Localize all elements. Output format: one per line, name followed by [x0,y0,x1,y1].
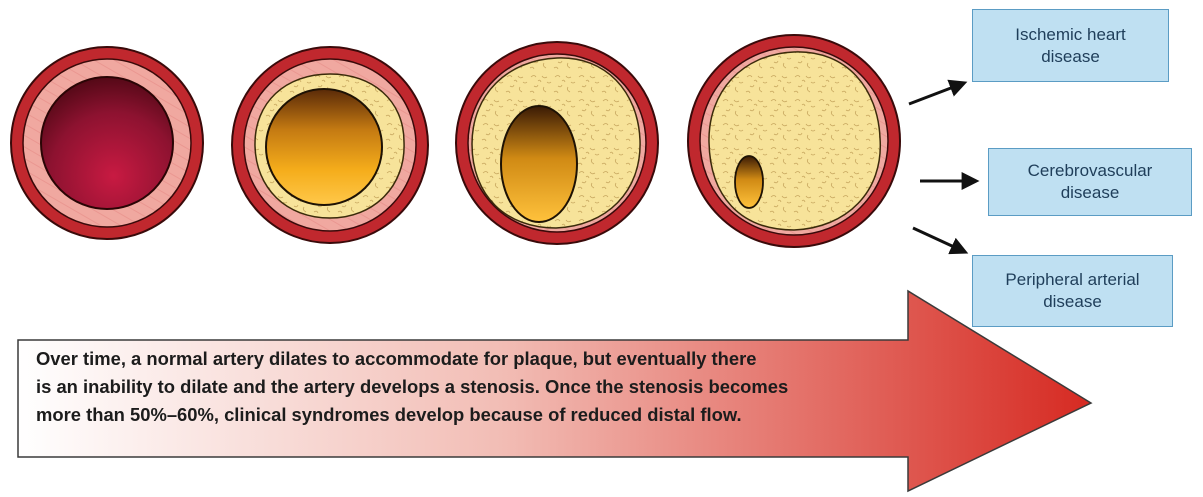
outcome-line-2: disease [1041,46,1100,68]
progression-caption: Over time, a normal artery dilates to ac… [36,345,1036,429]
outcome-line-2: disease [1061,182,1120,204]
outcome-peripheral-arterial-disease: Peripheral arterial disease [972,255,1173,327]
outcome-line-2: disease [1043,291,1102,313]
outcome-ischemic-heart-disease: Ischemic heart disease [972,9,1169,82]
outcome-line-1: Cerebrovascular [1028,160,1153,182]
outcome-line-1: Peripheral arterial [1005,269,1139,291]
outcome-line-1: Ischemic heart [1015,24,1126,46]
arrow-to-ischemic-icon [909,83,964,104]
arrow-to-peripheral-icon [913,228,965,252]
caption-line-1: Over time, a normal artery dilates to ac… [36,345,1036,373]
caption-line-2: is an inability to dilate and the artery… [36,373,1036,401]
outcome-cerebrovascular-disease: Cerebrovascular disease [988,148,1192,216]
caption-line-3: more than 50%–60%, clinical syndromes de… [36,401,1036,429]
